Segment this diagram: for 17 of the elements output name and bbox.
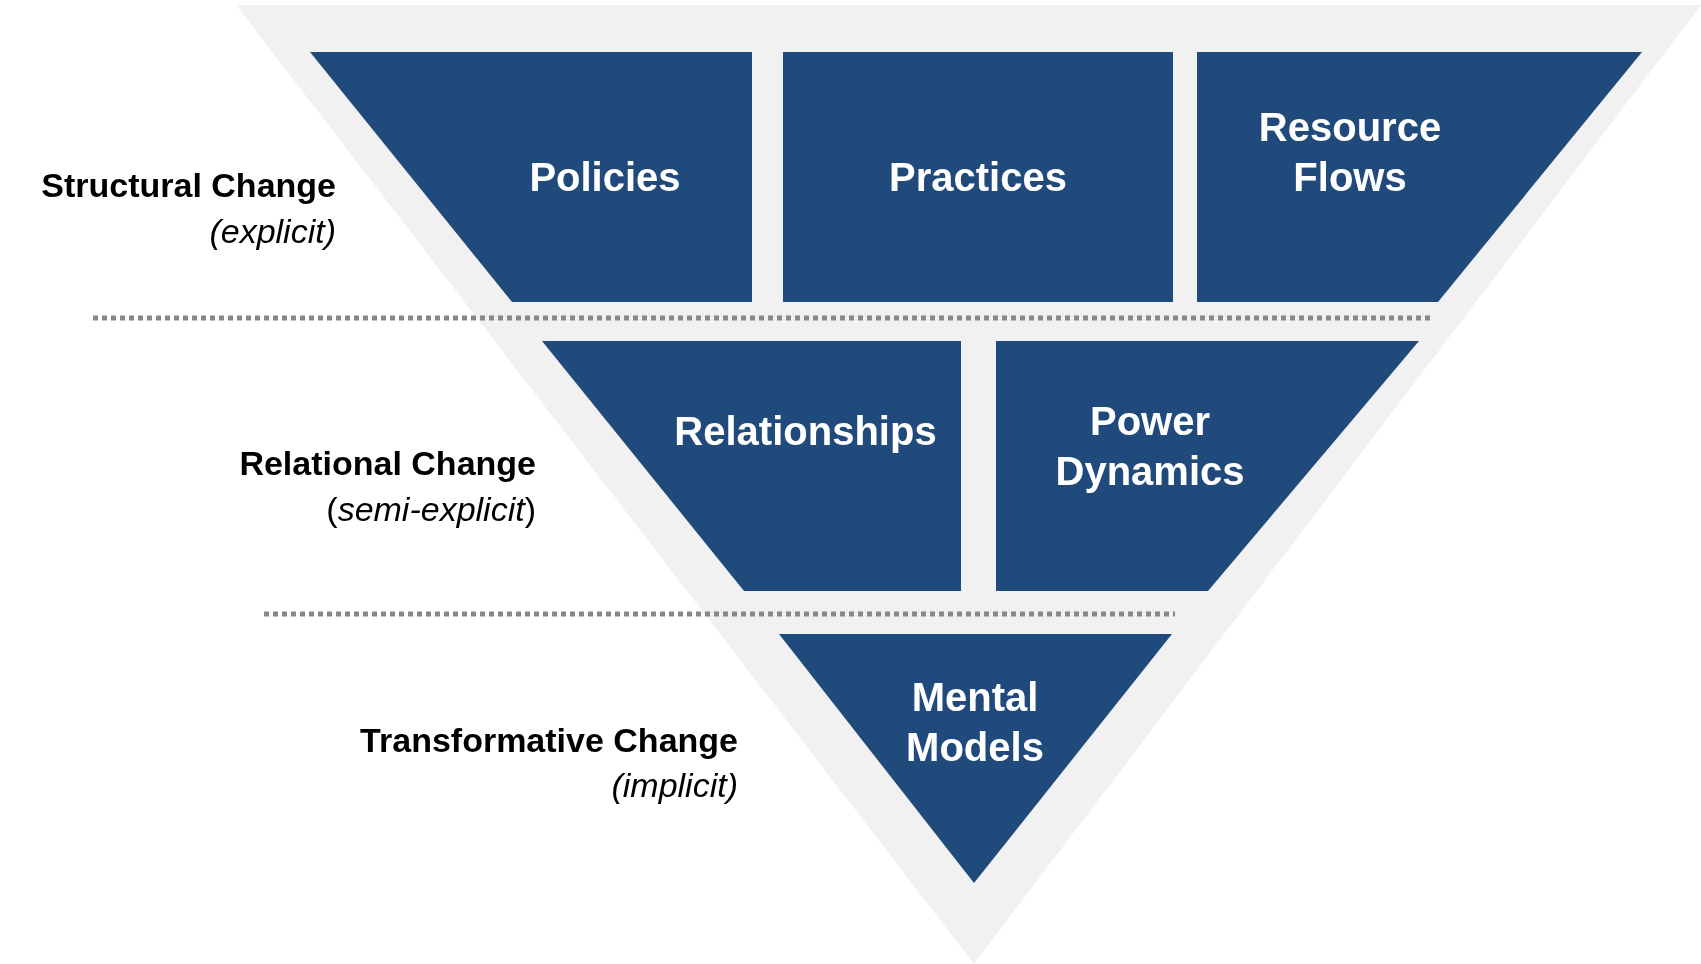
category-block — [783, 52, 1173, 302]
category-label: Resource Flows — [1257, 104, 1443, 201]
level-subtitle: (explicit) — [209, 214, 336, 248]
category-label: Relationships — [674, 408, 937, 455]
level-heading: Transformative Change — [360, 723, 738, 757]
category-label: Power Dynamics — [1054, 398, 1246, 495]
category-block — [996, 341, 1419, 591]
category-block — [779, 634, 1172, 883]
category-block — [1197, 52, 1642, 302]
category-label: Practices — [889, 154, 1067, 201]
category-label: Policies — [529, 154, 681, 201]
level-heading: Structural Change — [41, 168, 336, 202]
category-block — [542, 341, 961, 591]
level-subtitle: (implicit) — [611, 768, 738, 802]
level-subtitle: (semi-explicit) — [326, 492, 536, 526]
category-label: Mental Models — [905, 673, 1045, 771]
level-heading: Relational Change — [239, 446, 536, 480]
